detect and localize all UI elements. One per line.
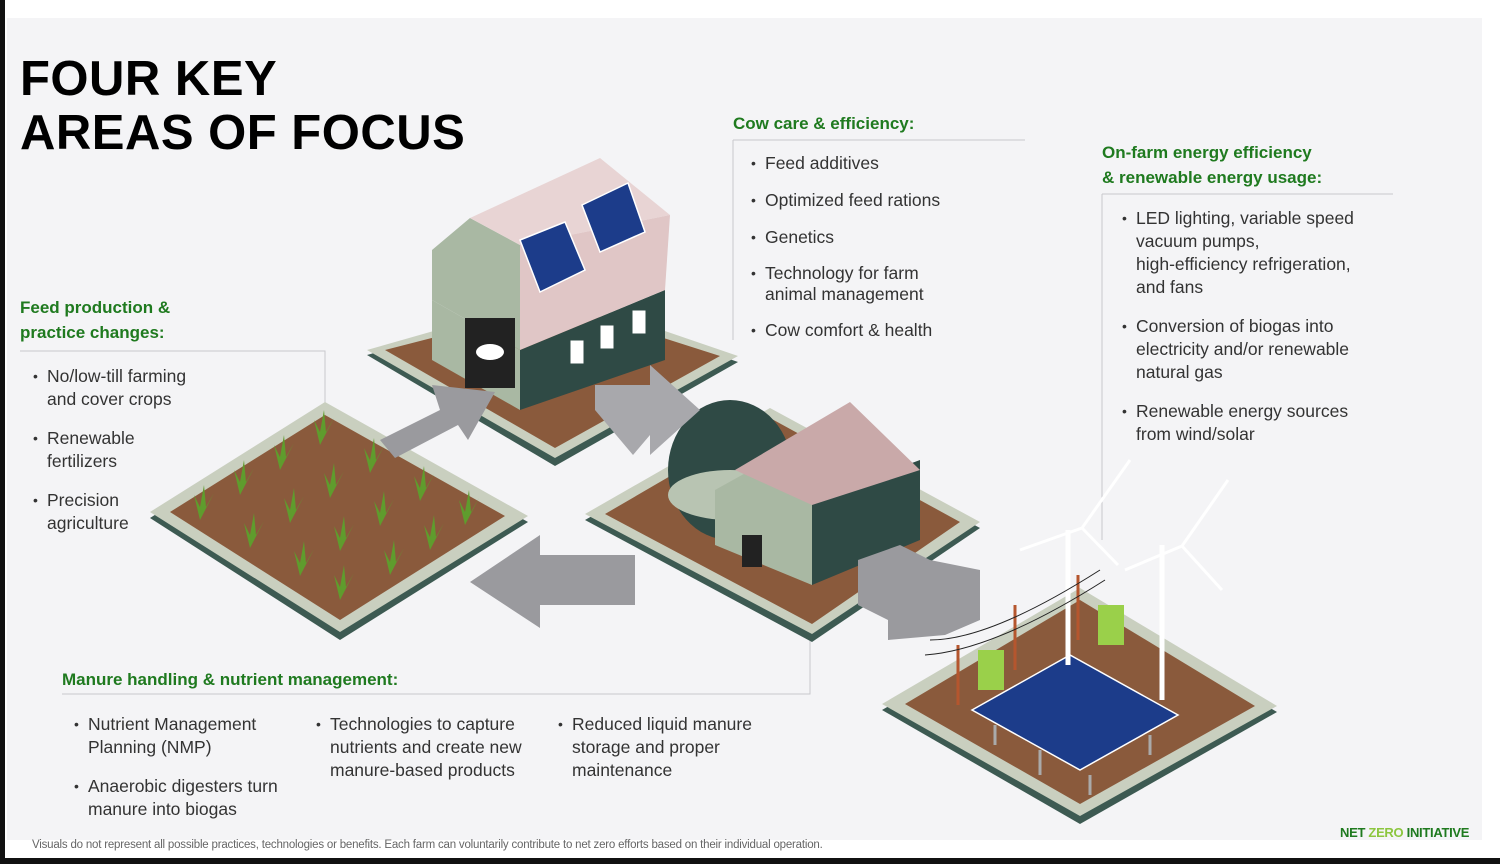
heading-line: On-farm energy efficiency (1102, 143, 1312, 162)
cow-care-list: Feed additives Optimized feed rations Ge… (751, 152, 940, 342)
energy-heading: On-farm energy efficiency & renewable en… (1102, 140, 1322, 190)
arrow-digester-energy (858, 545, 980, 640)
crop-plants (194, 410, 479, 600)
heading-line: Manure handling & nutrient management: (62, 670, 399, 689)
arrow-digester-to-field (470, 535, 635, 628)
heading-line: & renewable energy usage: (1102, 168, 1323, 187)
list-item: Cow comfort & health (751, 319, 940, 342)
heading-line: practice changes: (20, 323, 165, 342)
list-item: Optimized feed rations (751, 189, 940, 212)
dairy-barn (432, 158, 670, 410)
power-poles (956, 575, 1080, 705)
trees (978, 605, 1124, 690)
feed-production-heading: Feed production & practice changes: (20, 295, 170, 345)
arrow-field-to-barn (380, 385, 495, 458)
heading-line: Feed production & (20, 298, 171, 317)
window-border-bottom (0, 858, 1500, 864)
heading-line: Cow care & efficiency: (733, 114, 915, 133)
list-item: Genetics (751, 226, 940, 249)
title-line: AREAS OF FOCUS (20, 106, 466, 160)
footnote: Visuals do not represent all possible pr… (32, 839, 823, 851)
energy-platform (882, 459, 1277, 824)
window-border-left (0, 0, 5, 864)
crop-field-platform (150, 402, 528, 640)
power-lines (924, 569, 1106, 656)
net-zero-initiative-logo: NET ZERO INITIATIVE (1340, 825, 1470, 840)
manure-heading: Manure handling & nutrient management: (62, 667, 398, 692)
list-item: Feed additives (751, 152, 940, 175)
barn-solar-panels (519, 181, 646, 294)
solar-array (970, 654, 1180, 795)
flow-arrows (380, 365, 980, 640)
arrow-barn-to-digester (595, 365, 700, 455)
wind-turbines (1019, 459, 1230, 700)
title-line: FOUR KEY (20, 52, 278, 106)
page-title: FOUR KEY AREAS OF FOCUS (20, 52, 465, 160)
manure-barn (715, 465, 812, 585)
cow-care-heading: Cow care & efficiency: (733, 111, 914, 136)
